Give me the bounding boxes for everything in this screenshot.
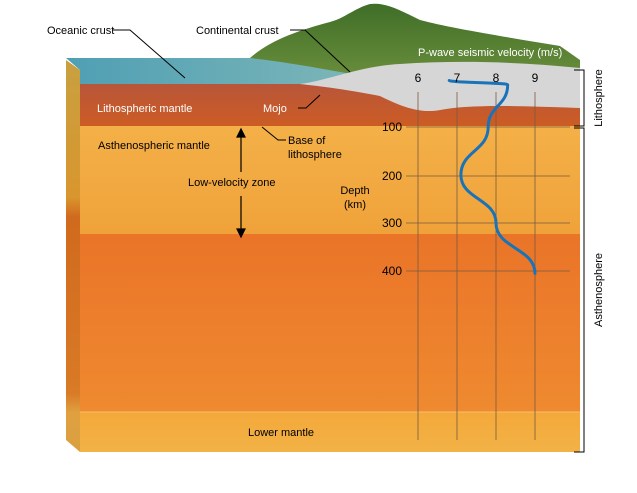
asthenosphere-bracket-label: Asthenosphere — [593, 253, 605, 327]
depth-tick-300: 300 — [382, 216, 402, 230]
depth-tick-400: 400 — [382, 264, 402, 278]
base-of-lithosphere-label-line1: Base of — [288, 135, 326, 147]
lithospheric-mantle-label: Lithospheric mantle — [97, 103, 192, 115]
mojo-label: Mojo — [263, 103, 287, 115]
lower-mantle-layer — [80, 412, 580, 452]
block-side-face — [66, 60, 80, 452]
deep-asthenosphere-layer — [80, 234, 580, 412]
velocity-tick-7: 7 — [454, 71, 461, 85]
base-of-lithosphere-label-line2: lithosphere — [288, 149, 342, 161]
velocity-axis-title: P-wave seismic velocity (m/s) — [418, 47, 562, 59]
oceanic-crust-label: Oceanic crust — [47, 25, 114, 37]
depth-axis-title-line2: (km) — [344, 199, 366, 211]
continental-crust-label: Continental crust — [196, 25, 279, 37]
low-velocity-zone-label: Low-velocity zone — [188, 177, 275, 189]
depth-tick-100: 100 — [382, 120, 402, 134]
lower-mantle-label: Lower mantle — [248, 427, 314, 439]
velocity-tick-9: 9 — [532, 71, 539, 85]
velocity-tick-8: 8 — [493, 71, 500, 85]
lithosphere-bracket-label: Lithosphere — [593, 69, 605, 127]
asthenospheric-mantle-label: Asthenospheric mantle — [98, 140, 210, 152]
depth-axis-title-line1: Depth — [340, 185, 369, 197]
depth-tick-200: 200 — [382, 169, 402, 183]
velocity-tick-6: 6 — [415, 71, 422, 85]
